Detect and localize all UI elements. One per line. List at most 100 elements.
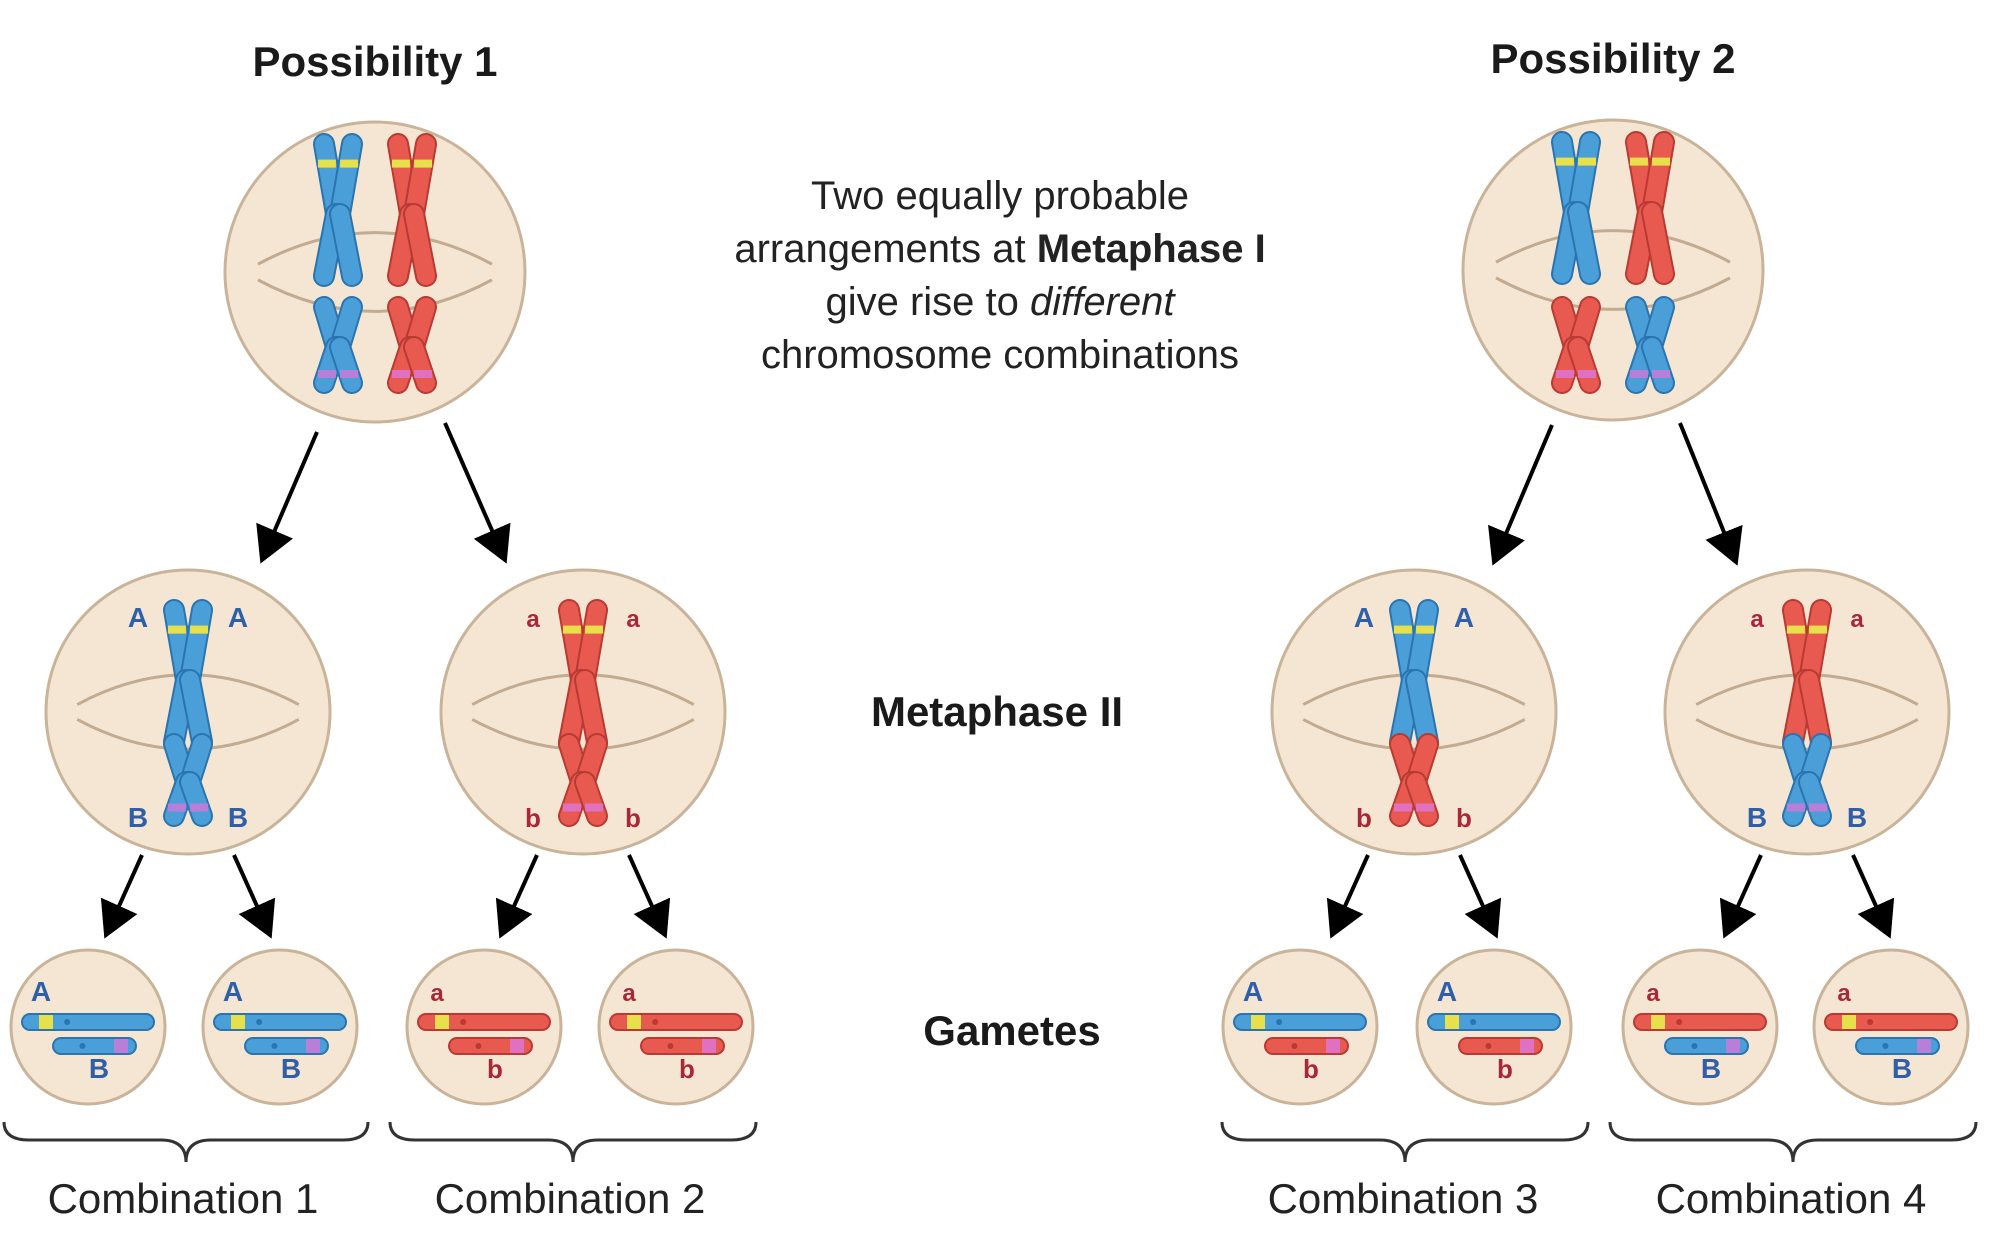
gamete-cell-6: Ab (1415, 948, 1573, 1106)
chromosome-small (1458, 1037, 1543, 1055)
gene-marker (585, 803, 604, 812)
chromosome-blue-large (313, 133, 363, 287)
chromatid-arm (331, 135, 361, 223)
combination-4-label: Combination 4 (1655, 1175, 1927, 1222)
allele-label: A (1354, 602, 1374, 633)
gamete-cell-2: AB (201, 948, 359, 1106)
arrow (100, 854, 144, 939)
different-term: different (1029, 280, 1175, 324)
chromatid-arm (1800, 671, 1830, 751)
centromere (1691, 1043, 1698, 1049)
description: Two equally probable arrangements at Met… (734, 170, 1265, 382)
allele-label: a (1837, 980, 1851, 1007)
chromatid-arm (1800, 601, 1830, 689)
chromosome-bottom (1389, 733, 1439, 827)
combination-3-label: Combination 3 (1267, 1175, 1539, 1222)
chromatid-arm (1643, 203, 1673, 283)
allele-label: a (622, 980, 636, 1007)
description-line-2: arrangements at Metaphase I (734, 227, 1266, 271)
chromosome-red-large (387, 133, 437, 287)
gene-marker (231, 1015, 245, 1029)
gene-marker (306, 1039, 320, 1053)
gene-marker (1842, 1015, 1856, 1029)
gamete-cell-1: AB (9, 948, 167, 1106)
gene-marker (317, 370, 336, 378)
gene-marker (114, 1039, 128, 1053)
spindle-fiber (76, 718, 300, 751)
chromosome-small (1855, 1037, 1940, 1055)
centromere (1291, 1043, 1298, 1049)
chromatid-arm (1407, 601, 1437, 689)
centromere (1276, 1019, 1283, 1025)
gene-marker (1652, 370, 1671, 378)
gene-marker (190, 625, 209, 634)
allele-label: A (128, 602, 148, 633)
allele-label: B (128, 802, 148, 833)
gene-marker (1393, 803, 1412, 812)
chromosome-large (1427, 1013, 1561, 1031)
allele-label: A (228, 602, 248, 633)
chromosome-top (1782, 599, 1832, 753)
gene-marker (340, 159, 359, 168)
brace (388, 1121, 758, 1163)
metaphase-1-cell-possibility-2 (1461, 118, 1765, 422)
gene-marker (1809, 803, 1828, 812)
centromere (271, 1043, 278, 1049)
gene-marker (414, 370, 433, 378)
centromere (64, 1019, 71, 1025)
arrow (1326, 854, 1370, 939)
chromosome-small (52, 1037, 137, 1055)
allele-label: b (625, 803, 641, 833)
description-line-1: Two equally probable (810, 174, 1190, 218)
chromatid-arm (1569, 203, 1599, 283)
centromere (460, 1019, 467, 1025)
description-line-3: give rise to different (825, 280, 1175, 324)
gamete-cell-3: ab (405, 948, 563, 1106)
chromatid-arm (181, 601, 211, 689)
gene-marker (1726, 1039, 1740, 1053)
brace (1608, 1121, 1978, 1163)
gene-marker (391, 370, 410, 378)
arrow (627, 854, 671, 939)
chromatid-arm (405, 135, 435, 223)
combination-2-label: Combination 2 (434, 1175, 706, 1222)
gene-marker (1578, 370, 1597, 378)
gene-marker (702, 1039, 716, 1053)
gene-marker (1326, 1039, 1340, 1053)
allele-label: b (487, 1054, 503, 1084)
arrow (1678, 422, 1743, 566)
chromosome-red-small (387, 296, 437, 394)
chromatid-arm (181, 671, 211, 751)
arrow (495, 854, 539, 939)
gamete-cell-8: aB (1812, 948, 1970, 1106)
allele-label: B (1892, 1053, 1912, 1084)
chromatid-arm (576, 601, 606, 689)
allele-label: b (1303, 1054, 1319, 1084)
gene-marker (317, 159, 336, 168)
chromosome-large (213, 1013, 347, 1031)
chromosome-bottom (1782, 733, 1832, 827)
gene-marker (510, 1039, 524, 1053)
chromatid-arm (576, 671, 606, 751)
brace (1220, 1121, 1590, 1163)
allele-label: B (89, 1053, 109, 1084)
gene-marker (627, 1015, 641, 1029)
centromere (1470, 1019, 1477, 1025)
gene-marker (562, 803, 581, 812)
gene-marker (1416, 625, 1435, 634)
chromosome-small (1264, 1037, 1349, 1055)
gametes-label: Gametes (923, 1007, 1101, 1054)
gamete-cell-7: aB (1621, 948, 1779, 1106)
spindle-fiber (1495, 276, 1731, 311)
chromosome-large (1633, 1013, 1767, 1031)
spindle-fiber (471, 718, 695, 751)
allele-label: b (679, 1054, 695, 1084)
allele-label: A (1454, 602, 1474, 633)
chromosome-small (640, 1037, 725, 1055)
brace (2, 1121, 370, 1163)
